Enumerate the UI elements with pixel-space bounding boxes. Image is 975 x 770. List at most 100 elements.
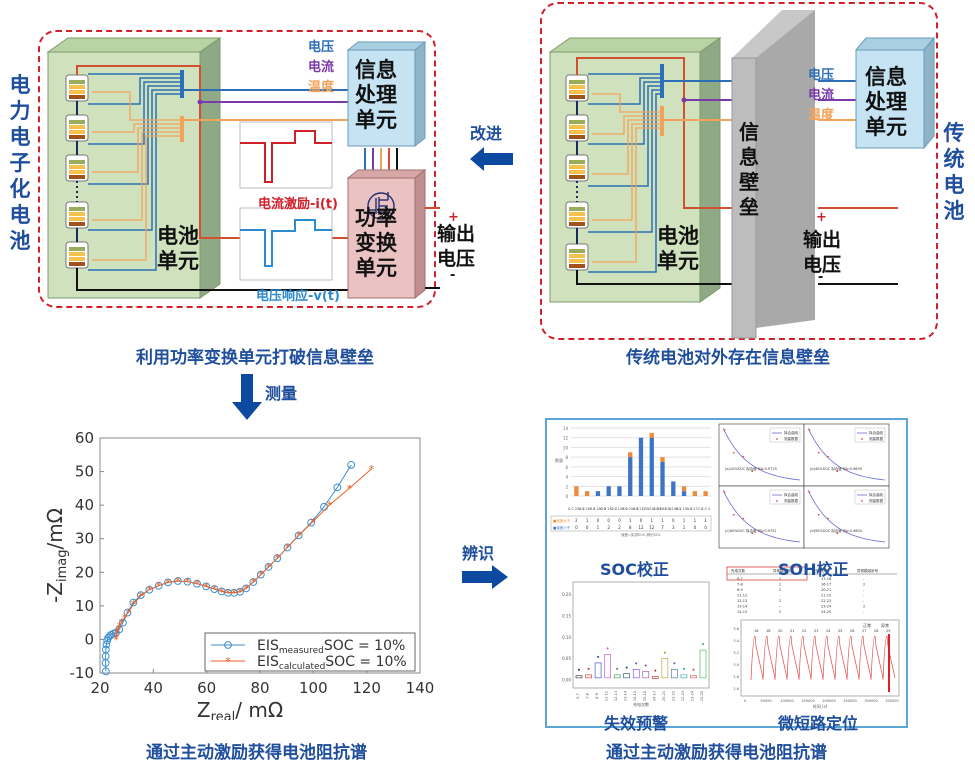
- short-cycle-label: 23: [814, 629, 818, 633]
- short-table-cell: 23-24: [821, 605, 832, 609]
- power-electronic-battery-frame: [38, 30, 436, 308]
- soc-col-label: 0.0 292 4: [568, 507, 585, 511]
- data-point: *: [165, 576, 171, 589]
- soh-data-point: [751, 470, 754, 473]
- soc-row2-value: 2: [607, 525, 610, 530]
- data-point: [242, 584, 251, 593]
- data-point: [154, 581, 163, 590]
- x-tick-label: 140: [406, 679, 435, 697]
- improve-label: 改进: [470, 124, 503, 143]
- soh-legend-data: 测量数据: [869, 436, 883, 441]
- short-x-tick: 300000: [864, 699, 877, 703]
- legend-box: [204, 632, 416, 672]
- soc-bar-orange: [681, 486, 687, 492]
- failure-box: [585, 674, 592, 679]
- soc-x-label: 误差=实测SOC-辨识SOC: [621, 532, 662, 537]
- traditional-battery-diagram: [548, 10, 936, 339]
- data-point: [347, 460, 356, 469]
- power-electronic-battery-diagram: [46, 37, 440, 300]
- soc-row1-value: 1: [629, 518, 632, 523]
- short-table-cell: 21-22: [821, 594, 831, 598]
- short-table-header: 充电次数: [731, 568, 745, 573]
- soh-data-point: [732, 513, 735, 516]
- soc-y-tick: 0: [565, 494, 568, 499]
- soc-row1-value: 1: [683, 518, 686, 523]
- soc-bar-orange: [660, 457, 665, 462]
- soh-data-point: [845, 530, 848, 533]
- tr-voltage-label: 电压: [808, 68, 835, 83]
- short-plot-area: [740, 619, 900, 697]
- soc-row1-label: ■误差大于: [553, 518, 571, 523]
- short-voltage-cycle: [858, 635, 872, 681]
- x-tick-label: 60: [197, 679, 216, 697]
- soh-data-point: [817, 451, 820, 454]
- soc-col-label: 0.0 064 31: [653, 507, 672, 511]
- data-point: *: [147, 584, 153, 597]
- soc-table: [550, 515, 712, 532]
- soc-row1-value: 1: [661, 518, 664, 523]
- failure-x-tick: 15-16: [643, 691, 647, 701]
- data-point: *: [203, 580, 209, 593]
- data-point: [333, 483, 342, 492]
- data-point: [136, 591, 145, 600]
- soh-subplot-label: (c)60%SOC 拟合度 R²=0.9751: [725, 528, 777, 533]
- short-cycle-label: 18: [766, 629, 770, 633]
- soc-col-label: 0.0 109 5: [611, 507, 628, 511]
- soh-data-point: [742, 455, 744, 458]
- data-point: [249, 578, 258, 586]
- y-tick-label: 0: [84, 630, 94, 648]
- soh-data-point: [751, 532, 754, 535]
- soc-row2-label: ■误差小于: [553, 525, 571, 530]
- short-table-cell: 2: [779, 577, 781, 581]
- current-excitation-label: 电流激励-i(t): [258, 197, 338, 212]
- short-voltage-cycle: [762, 635, 776, 681]
- data-point: [273, 554, 282, 563]
- soh-legend-fit: 拟合曲线: [869, 430, 883, 435]
- soc-bar-blue: [606, 486, 611, 496]
- short-table-cell: 2: [779, 583, 781, 587]
- soc-y-tick: 8: [565, 455, 568, 460]
- soc-row2-value: 1: [597, 525, 600, 530]
- improve-arrow-icon: [470, 147, 513, 171]
- failure-y-tick: 0.05: [562, 656, 571, 661]
- data-point: *: [296, 529, 302, 542]
- short-cycle-label: 16: [754, 629, 758, 633]
- short-table-cell: 2: [863, 605, 865, 609]
- soh-legend-data: 测量数据: [784, 498, 798, 503]
- data-point: *: [285, 541, 291, 554]
- soc-y-tick: 12: [563, 436, 569, 441]
- data-point: [101, 667, 110, 676]
- info-processing-unit-box: [347, 49, 416, 147]
- data-point: *: [219, 585, 225, 598]
- soc-row1-value: 1: [650, 518, 653, 523]
- short-x-label: 时间 (s): [813, 703, 828, 709]
- soh-legend-fit: 拟合曲线: [784, 492, 798, 497]
- tr-plus: +: [816, 210, 827, 225]
- x-tick-label: 100: [299, 679, 328, 697]
- soc-bar-orange: [703, 491, 708, 496]
- x-tick-label: 120: [352, 679, 381, 697]
- short-cycle-label: 20: [778, 629, 782, 633]
- soc-row2-value: 2: [618, 525, 621, 530]
- failure-outlier: [663, 651, 666, 654]
- data-point: [283, 543, 292, 552]
- failure-box: [613, 674, 621, 679]
- short-table-header: 异常模组序号: [773, 568, 794, 573]
- tl-power-unit-label: 功率变换单元: [355, 206, 397, 280]
- failure-x-tick: 24-25: [700, 691, 704, 701]
- soc-row1-value: 1: [694, 518, 697, 523]
- data-point: *: [231, 587, 237, 600]
- failure-box: [699, 649, 707, 679]
- soc-col-label: 0.0 267 3: [579, 507, 596, 511]
- soh-data-point: [817, 513, 820, 516]
- short-table-cell: 14-15: [737, 610, 747, 614]
- short-table-cell: 13-14: [737, 605, 748, 609]
- failure-x-label: 充电次数: [633, 701, 649, 707]
- failure-x-tick: 21-22: [671, 691, 675, 701]
- traditional-battery-frame: [540, 2, 938, 340]
- failure-box: [632, 669, 640, 679]
- soc-row2-value: 1: [683, 525, 686, 530]
- short-table-header: 充电次数: [815, 568, 829, 573]
- data-point: [129, 598, 138, 607]
- short-y-tick: 3.2: [733, 651, 739, 655]
